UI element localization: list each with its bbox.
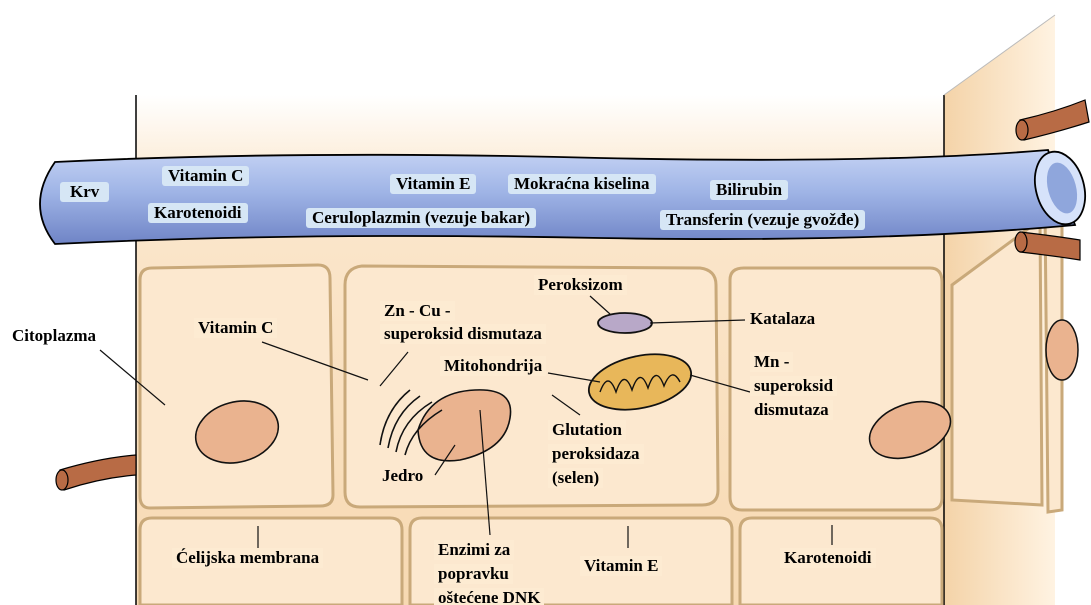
peroxisome-icon [598, 313, 652, 333]
label-mitohondrija: Mitohondrija [440, 356, 546, 376]
label-celijska-membrana: Ćelijska membrana [172, 548, 323, 568]
blood-vessel [40, 146, 1091, 244]
label-zncu-line1: Zn - Cu - [380, 301, 455, 321]
blood-bilirubin: Bilirubin [710, 180, 788, 200]
label-enzimi-line1: Enzimi za [434, 540, 514, 560]
label-karotenoidi: Karotenoidi [780, 548, 876, 568]
label-mn-line2: superoksid [750, 376, 837, 396]
label-katalaza: Katalaza [750, 309, 815, 329]
label-citoplazma: Citoplazma [12, 326, 96, 346]
label-glutation-line3: (selen) [548, 468, 603, 488]
blood-transferin: Transferin (vezuje gvožđe) [660, 210, 865, 230]
label-glutation-line2: peroksidaza [548, 444, 644, 464]
blood-label: Krv [60, 182, 109, 202]
label-zncu-line2: superoksid dismutaza [380, 324, 546, 344]
blood-ceruloplazmin: Ceruloplazmin (vezuje bakar) [306, 208, 536, 228]
label-mn-line3: dismutaza [750, 400, 833, 420]
blood-karotenoidi: Karotenoidi [148, 203, 248, 223]
blood-mokracna-kiselina: Mokraćna kiselina [508, 174, 656, 194]
label-enzimi-line3: oštećene DNK [434, 588, 544, 605]
blood-vitamin-e: Vitamin E [390, 174, 476, 194]
label-glutation-line1: Glutation [548, 420, 626, 440]
label-vitamin-c: Vitamin C [194, 318, 277, 338]
label-mn-line1: Mn - [750, 352, 793, 372]
blood-vitamin-c: Vitamin C [162, 166, 249, 186]
label-vitamin-e: Vitamin E [580, 556, 662, 576]
label-jedro: Jedro [382, 466, 423, 486]
label-peroksizom: Peroksizom [534, 275, 627, 295]
label-enzimi-line2: popravku [434, 564, 513, 584]
